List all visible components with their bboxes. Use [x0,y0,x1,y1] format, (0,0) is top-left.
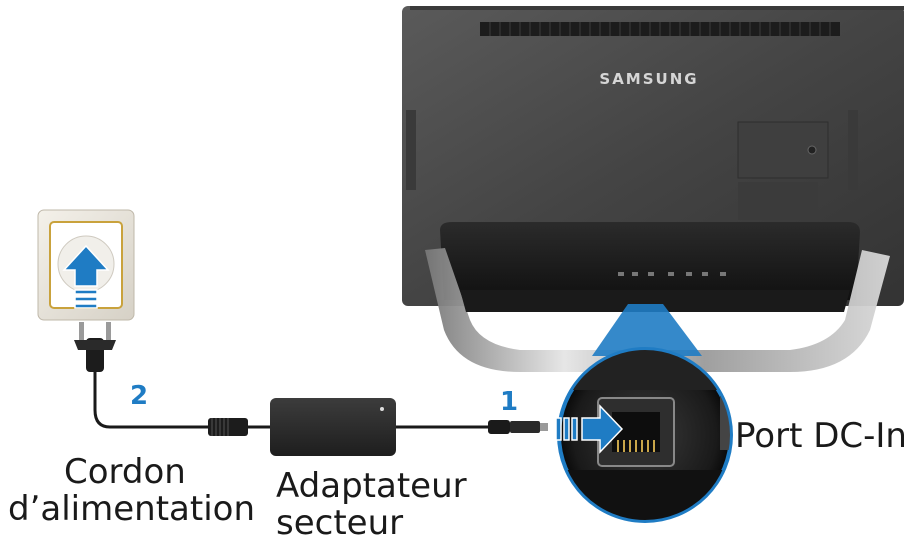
zoom-pointer [592,304,702,356]
adapter-icon [270,398,396,456]
arrow-right-icon [555,404,624,454]
arrow-up-icon [62,244,110,309]
label-cord-line1: Cordon [64,452,186,492]
power-plug-icon [74,322,116,372]
label-adapter-line1: Adaptateur [276,466,467,506]
dc-connector-icon [396,420,548,434]
label-dc-port: Port DC-In [735,416,904,456]
label-adapter-line2: secteur [276,503,404,542]
zoom-lens-icon [557,347,733,523]
brand-logo: SAMSUNG [599,70,698,88]
step-number-1: 1 [500,387,519,417]
label-cord-line2: d’alimentation [8,489,255,529]
step-number-2: 2 [130,381,149,411]
power-cord-connector [93,372,270,436]
monitor-icon [402,6,904,372]
